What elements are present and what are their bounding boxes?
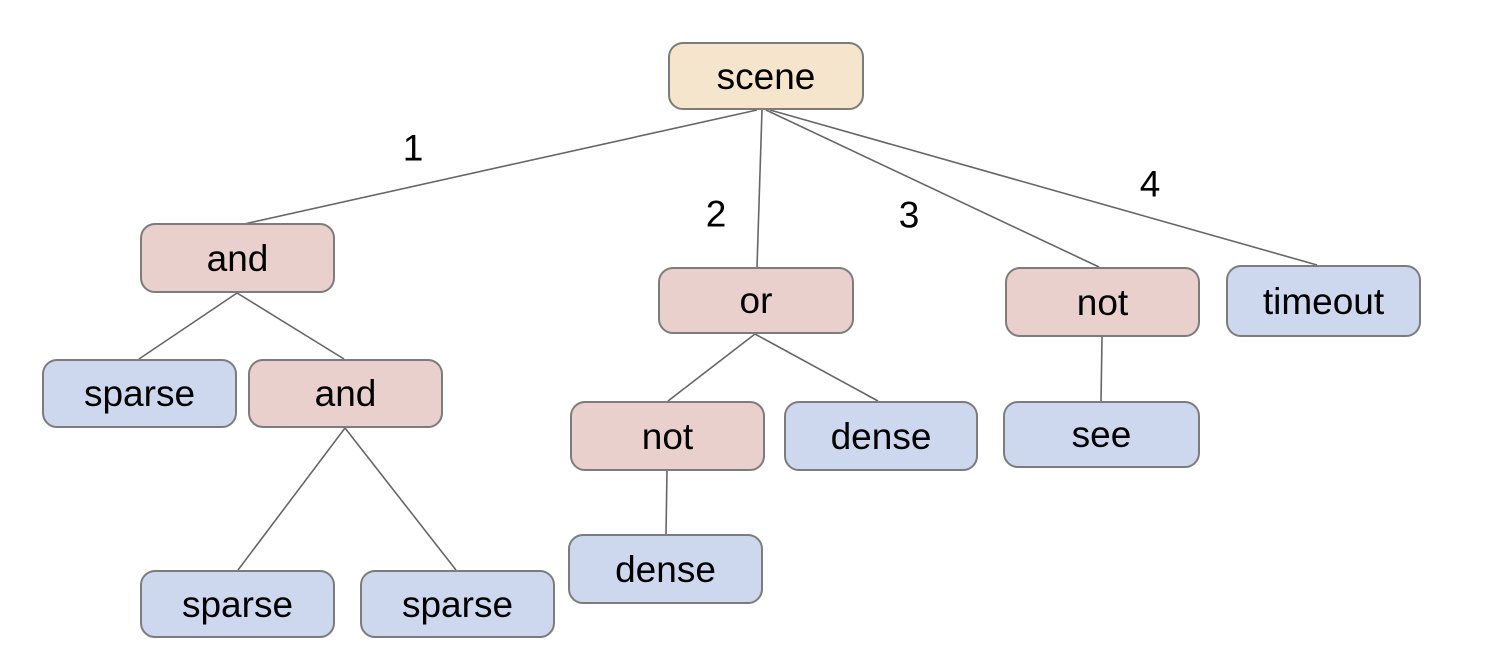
edge-scene-or bbox=[756, 109, 763, 268]
edge-not-1-see bbox=[1100, 336, 1103, 402]
node-not-1: not bbox=[1005, 267, 1200, 337]
node-scene: scene bbox=[668, 42, 864, 110]
node-sparse-3: sparse bbox=[360, 570, 555, 638]
node-and-2: and bbox=[248, 359, 443, 428]
edge-or-not-2 bbox=[667, 333, 756, 402]
edge-scene-and-1 bbox=[243, 109, 758, 225]
edge-label-3: 3 bbox=[898, 194, 920, 236]
edge-not-2-dense-2 bbox=[665, 470, 668, 535]
edge-label-1: 1 bbox=[402, 127, 424, 169]
node-sparse-2: sparse bbox=[140, 570, 335, 638]
edge-and-2-sparse-3 bbox=[344, 427, 457, 571]
node-not-2: not bbox=[570, 401, 765, 471]
edge-and-1-sparse-1 bbox=[138, 292, 238, 360]
node-dense-1: dense bbox=[784, 401, 978, 471]
node-see: see bbox=[1003, 401, 1200, 468]
node-or: or bbox=[658, 267, 854, 334]
edge-label-4: 4 bbox=[1139, 163, 1161, 205]
edge-or-dense-1 bbox=[754, 333, 879, 402]
edge-scene-not-1 bbox=[765, 109, 1100, 268]
node-timeout: timeout bbox=[1226, 265, 1421, 337]
edge-scene-timeout bbox=[769, 109, 1318, 266]
node-dense-2: dense bbox=[568, 534, 763, 604]
node-and-1: and bbox=[140, 223, 335, 293]
edge-label-2: 2 bbox=[705, 193, 727, 235]
node-sparse-1: sparse bbox=[42, 359, 237, 428]
edge-and-2-sparse-2 bbox=[237, 427, 346, 571]
edge-and-1-and-2 bbox=[236, 292, 345, 360]
